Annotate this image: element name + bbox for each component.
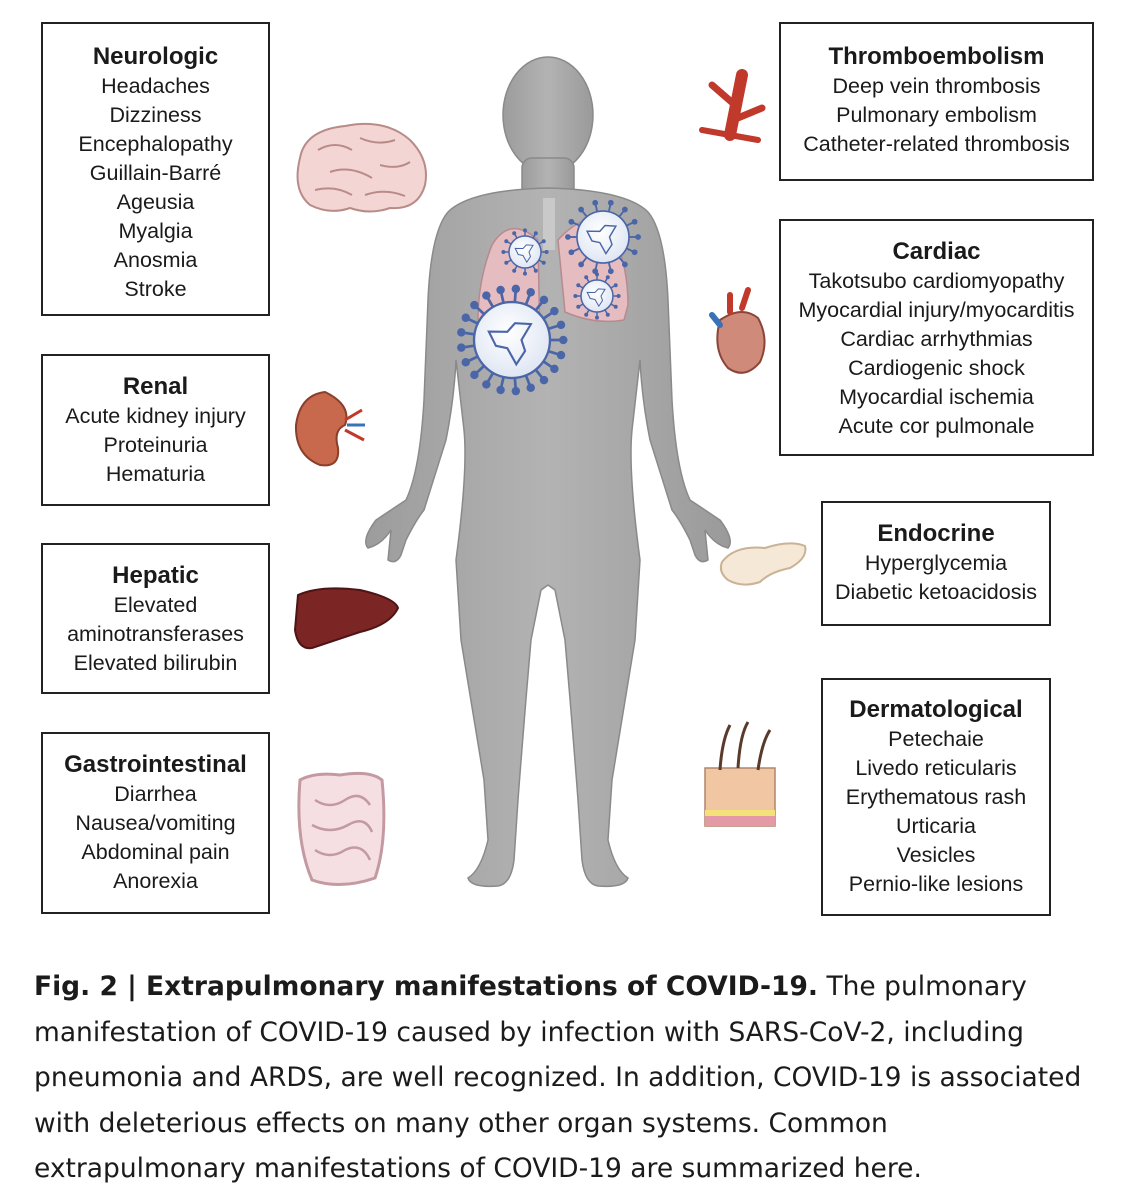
endocrine-title: Endocrine xyxy=(823,519,1049,549)
skin-icon xyxy=(705,722,775,826)
cardiac-item: Cardiogenic shock xyxy=(781,354,1092,383)
endocrine-box: Endocrine Hyperglycemia Diabetic ketoaci… xyxy=(821,501,1051,626)
cardiac-box: Cardiac Takotsubo cardiomyopathy Myocard… xyxy=(779,219,1094,456)
gastrointestinal-item: Anorexia xyxy=(43,867,268,896)
renal-item: Hematuria xyxy=(43,460,268,489)
dermatological-item: Vesicles xyxy=(823,841,1049,870)
gastrointestinal-item: Diarrhea xyxy=(43,780,268,809)
dermatological-item: Livedo reticularis xyxy=(823,754,1049,783)
gastrointestinal-box: Gastrointestinal Diarrhea Nausea/vomitin… xyxy=(41,732,270,914)
cardiac-title: Cardiac xyxy=(781,237,1092,267)
heart-icon xyxy=(712,290,765,373)
hepatic-box: Hepatic Elevated aminotransferases Eleva… xyxy=(41,543,270,694)
figure-caption: Fig. 2 | Extrapulmonary manifestations o… xyxy=(34,964,1104,1192)
neurologic-item: Myalgia xyxy=(43,217,268,246)
endocrine-item: Hyperglycemia xyxy=(823,549,1049,578)
liver-icon xyxy=(295,588,398,648)
neurologic-item: Encephalopathy xyxy=(43,130,268,159)
renal-item: Acute kidney injury xyxy=(43,402,268,431)
hepatic-item: Elevated xyxy=(43,591,268,620)
renal-title: Renal xyxy=(43,372,268,402)
gastrointestinal-item: Nausea/vomiting xyxy=(43,809,268,838)
dermatological-item: Erythematous rash xyxy=(823,783,1049,812)
cardiac-item: Myocardial injury/myocarditis xyxy=(781,296,1092,325)
cardiac-item: Takotsubo cardiomyopathy xyxy=(781,267,1092,296)
dermatological-title: Dermatological xyxy=(823,695,1049,725)
gastrointestinal-title: Gastrointestinal xyxy=(43,750,268,780)
dermatological-item: Urticaria xyxy=(823,812,1049,841)
neurologic-title: Neurologic xyxy=(43,42,268,72)
neurologic-item: Guillain-Barré xyxy=(43,159,268,188)
dermatological-item: Pernio-like lesions xyxy=(823,870,1049,899)
cardiac-item: Myocardial ischemia xyxy=(781,383,1092,412)
brain-icon xyxy=(298,124,426,212)
pancreas-icon xyxy=(721,543,806,584)
caption-text: The pulmonary manifestation of COVID-19 … xyxy=(34,971,1081,1184)
blood-vessel-icon xyxy=(702,75,762,140)
neurologic-item: Headaches xyxy=(43,72,268,101)
hepatic-title: Hepatic xyxy=(43,561,268,591)
neurologic-item: Ageusia xyxy=(43,188,268,217)
thromboembolism-title: Thromboembolism xyxy=(781,42,1092,72)
renal-box: Renal Acute kidney injury Proteinuria He… xyxy=(41,354,270,506)
neurologic-item: Dizziness xyxy=(43,101,268,130)
thromboembolism-item: Deep vein thrombosis xyxy=(781,72,1092,101)
kidney-icon xyxy=(296,392,365,465)
cardiac-item: Cardiac arrhythmias xyxy=(781,325,1092,354)
endocrine-item: Diabetic ketoacidosis xyxy=(823,578,1049,607)
dermatological-box: Dermatological Petechaie Livedo reticula… xyxy=(821,678,1051,916)
hepatic-item: Elevated bilirubin xyxy=(43,649,268,678)
neurologic-box: Neurologic Headaches Dizziness Encephalo… xyxy=(41,22,270,316)
dermatological-item: Petechaie xyxy=(823,725,1049,754)
thromboembolism-item: Pulmonary embolism xyxy=(781,101,1092,130)
hepatic-item: aminotransferases xyxy=(43,620,268,649)
intestine-icon xyxy=(299,773,384,884)
neurologic-item: Stroke xyxy=(43,275,268,304)
gastrointestinal-item: Abdominal pain xyxy=(43,838,268,867)
neurologic-item: Anosmia xyxy=(43,246,268,275)
cardiac-item: Acute cor pulmonale xyxy=(781,412,1092,441)
thromboembolism-item: Catheter-related thrombosis xyxy=(781,130,1092,159)
caption-label: Fig. 2 | Extrapulmonary manifestations o… xyxy=(34,971,818,1002)
thromboembolism-box: Thromboembolism Deep vein thrombosis Pul… xyxy=(779,22,1094,181)
renal-item: Proteinuria xyxy=(43,431,268,460)
